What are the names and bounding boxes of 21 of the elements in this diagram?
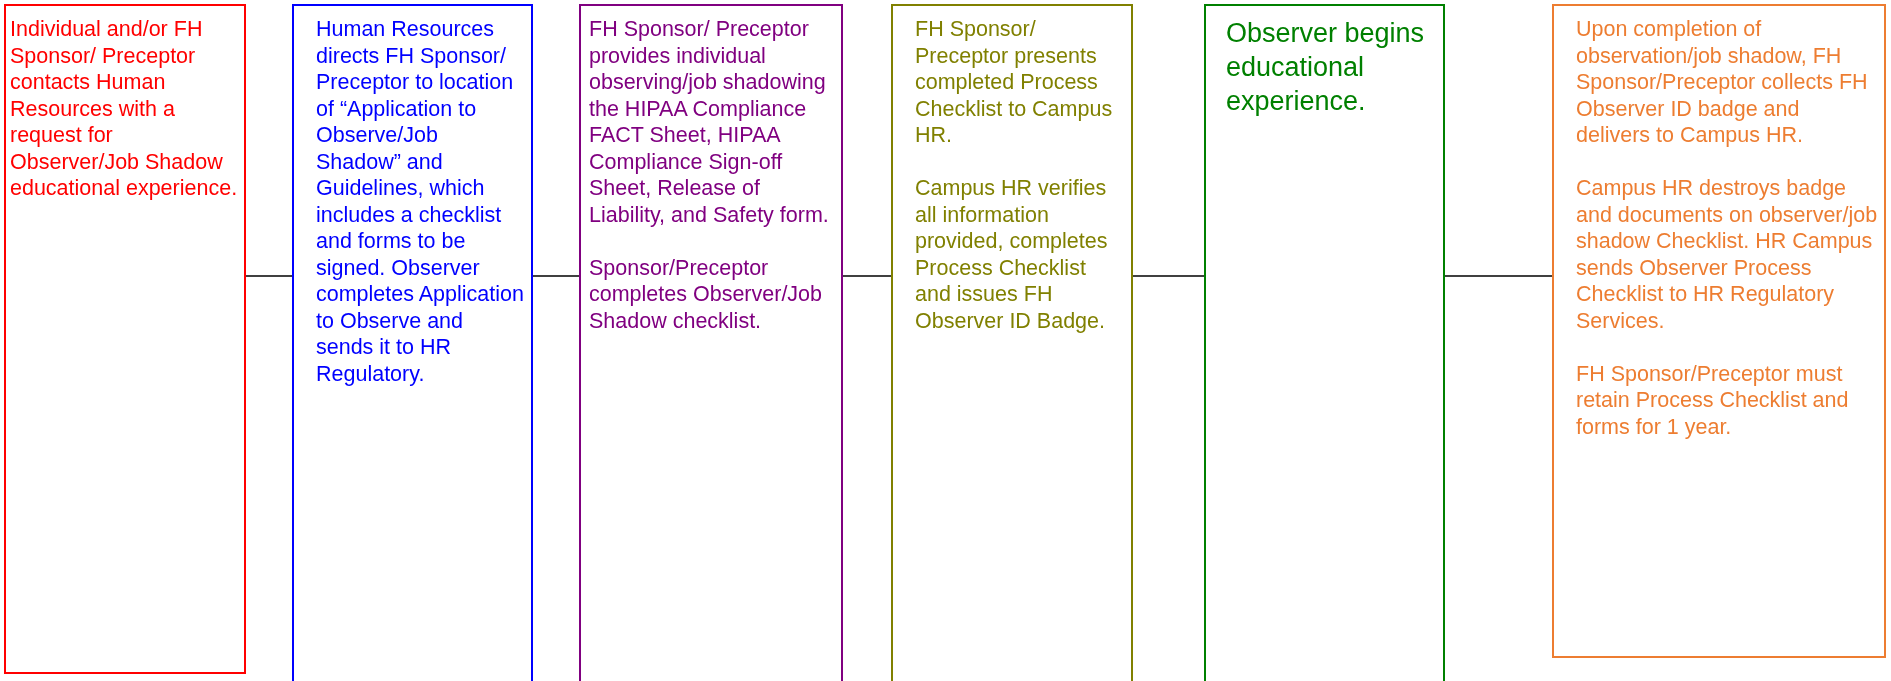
step-text: Upon completion of observation/job shadow, FH Sponsor/Preceptor collects FH Observer ID badge and delivers to Campus HR. [1576,16,1869,149]
connector-line [1444,275,1553,277]
process-box [891,4,1133,681]
step-text: Campus HR verifies all information provided, completes Process Checklist and issues FH Observer ID Badge. [915,175,1109,334]
step-text: FH Sponsor/Preceptor must retain Process Checklist and forms for 1 year. [1576,360,1850,440]
step-text: FH Sponsor/ Preceptor presents completed Process Checklist to Campus HR. [915,16,1114,149]
connector-line [1132,275,1205,277]
step-text: Observer begins educational experience. [1226,17,1426,118]
process-box [292,4,533,681]
process-box [4,4,246,674]
step-text: Sponsor/Preceptor completes Observer/Job Shadow checklist. [589,254,823,334]
connector-line [532,275,580,277]
process-box [1552,4,1886,658]
step-text: Campus HR destroys badge and documents on observer/job shadow Checklist. HR Campus sends Observer Process Checklist to HR Regulatory Services. [1576,175,1878,334]
connector-line [245,275,293,277]
connector-line [842,275,892,277]
step-text: FH Sponsor/ Preceptor provides individual observing/job shadowing the HIPAA Compliance FACT Sheet, HIPAA Compliance Sign-off Sheet, Release of Liability, and Safety form. [589,16,830,228]
step-text: Individual and/or FH Sponsor/ Preceptor contacts Human Resources with a request for Observer/Job Shadow educational experience. [10,16,238,202]
step-text: Human Resources directs FH Sponsor/ Preceptor to location of “Application to Observe/Job Shadow” and Guidelines, which includes a checklist and forms to be signed. Observer completes Application to Observe and sends it to HR Regulatory. [316,16,525,387]
process-box [1204,4,1445,681]
process-box [579,4,843,681]
